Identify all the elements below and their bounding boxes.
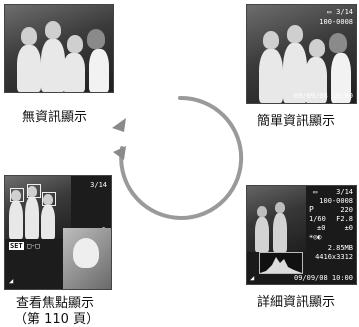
resolution: 4416x3312 — [315, 253, 353, 261]
battery-icon: ▭ — [327, 8, 332, 16]
flash-exposure-comp: ±0 — [344, 224, 353, 232]
shot-datetime: 09/09/08 10:00 — [293, 92, 353, 100]
shutter-speed: 1/60 — [309, 215, 326, 223]
histogram-graph — [260, 257, 302, 273]
white-balance-icon: ☀◎◐ — [309, 233, 322, 241]
photo-kids-small — [247, 186, 306, 252]
file-number: 100-0008 — [319, 197, 353, 205]
caption-simple-info: 簡單資訊顯示 — [257, 114, 336, 129]
af-frame — [42, 192, 56, 206]
focus-magnified-face — [63, 228, 111, 289]
detailed-info-screen: ▭ 3/14 100-0008 P 220 1/60 F2.8 ±0 ±0 ☀◎… — [246, 185, 357, 285]
image-counter: 3/14 — [90, 181, 107, 189]
image-counter: 3/14 — [336, 188, 353, 196]
histogram — [259, 252, 303, 274]
image-counter: 3/14 — [336, 8, 353, 16]
file-size: 2.85MB — [327, 244, 353, 252]
shot-datetime: 09/09/08 10:00 — [293, 274, 353, 282]
arrow-head-bottom — [113, 146, 126, 160]
set-button-label: SET — [9, 242, 24, 250]
exposure-comp: ±0 — [317, 224, 326, 232]
photo-kids — [247, 5, 356, 103]
no-info-screen — [4, 4, 114, 93]
photo-kids — [5, 5, 113, 92]
iso-value: 220 — [340, 206, 353, 214]
arrow-head-top — [112, 118, 126, 132]
set-button-icons: □-□ — [27, 242, 40, 250]
simple-info-screen: ▭ 3/14 100-0008 09/09/08 10:00 — [246, 4, 357, 104]
caption-focus-check: 查看焦點顯示 — [16, 296, 95, 311]
caption-no-info: 無資訊顯示 — [22, 110, 88, 125]
af-frame — [27, 184, 41, 198]
cycle-arrow-path — [119, 95, 244, 220]
focus-check-screen: 3/14 ⚲ SET □-□ ◢ — [4, 175, 112, 290]
caption-detailed-info: 詳細資訊顯示 — [257, 295, 336, 310]
caption-focus-check-page: （第 110 頁） — [14, 312, 100, 327]
file-number: 100-0008 — [319, 18, 353, 26]
aperture: F2.8 — [336, 215, 353, 223]
shooting-mode: P — [309, 205, 314, 214]
photo-kids-zoomed-out — [5, 176, 71, 239]
protect-icon: ◢ — [250, 274, 255, 282]
af-frame — [10, 188, 24, 202]
battery-icon: ▭ — [313, 188, 318, 196]
protect-icon: ◢ — [9, 277, 14, 285]
